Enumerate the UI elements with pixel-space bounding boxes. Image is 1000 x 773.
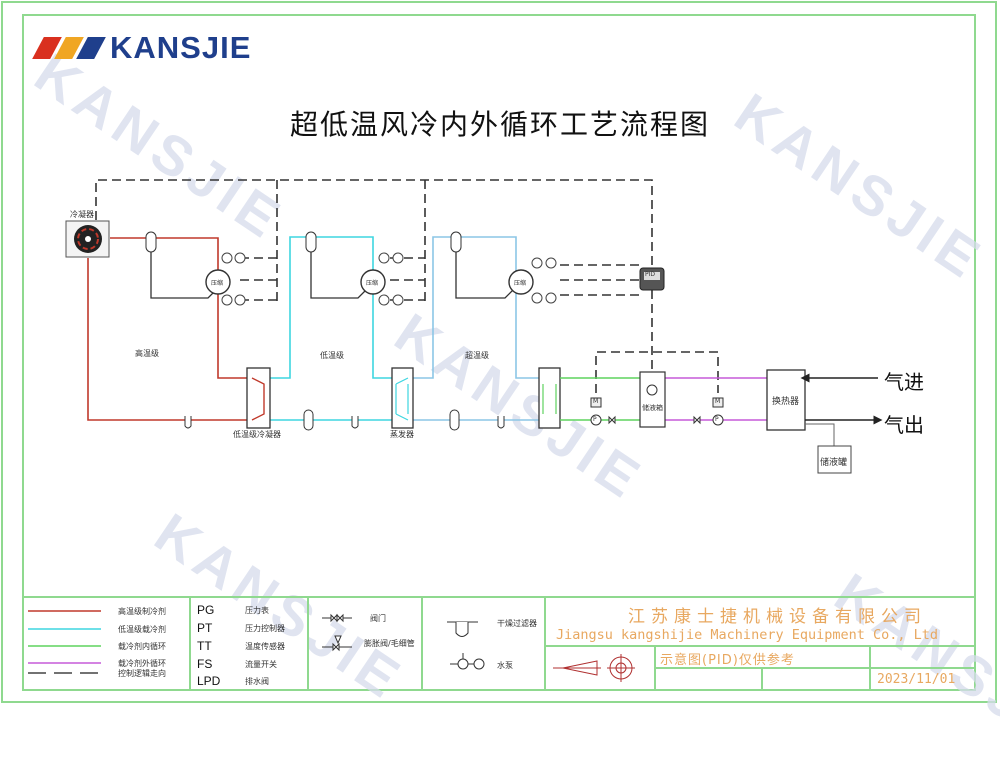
low-compressor — [360, 269, 386, 295]
low-temp-loop — [253, 236, 393, 421]
legend-line-label: 控制逻辑走向 — [118, 669, 166, 678]
low-gauges — [378, 252, 404, 306]
abbr-code: TT — [197, 639, 212, 653]
heat-exchanger-label: 换热器 — [772, 397, 800, 407]
pump-label: P — [593, 416, 597, 423]
stage-high-label: 高温级 — [135, 349, 159, 358]
high-temp-loop — [87, 237, 248, 421]
compressor-label: 压缩 — [211, 280, 224, 287]
legend-line-label: 载冷剂内循环 — [118, 642, 166, 651]
valve-icon — [322, 613, 352, 623]
projection-symbol-icon — [553, 654, 635, 682]
receiver — [449, 409, 460, 431]
water-pump-icon — [450, 653, 485, 670]
symbol-label: 膨胀阀/毛细管 — [364, 639, 415, 648]
gas-out-label: 气出 — [884, 413, 924, 437]
abbr-code: FS — [197, 657, 213, 671]
legend-line-label: 低温级载冷剂 — [118, 625, 166, 634]
high-suction-line — [150, 252, 217, 299]
high-gauges — [221, 252, 246, 306]
legend-line-label: 高温级制冷剂 — [118, 607, 166, 616]
abbr-code: PT — [197, 621, 213, 635]
pump-inner — [590, 397, 602, 426]
company-name-cn: 江苏康士捷机械设备有限公司 — [628, 607, 927, 627]
expansion-valve-icon — [322, 635, 352, 652]
abbr-code: LPD — [197, 674, 221, 688]
legend-lines — [28, 610, 101, 674]
condenser-label: 冷凝器 — [70, 210, 94, 219]
pump-label: P — [715, 416, 719, 423]
title-block — [22, 596, 976, 691]
evaporator-label: 蒸发器 — [390, 430, 414, 439]
symbol-label: 水泵 — [497, 661, 513, 670]
symbol-label: 阀门 — [370, 614, 386, 623]
motor-label: M — [593, 398, 599, 405]
evaporator — [391, 367, 414, 429]
condenser — [65, 220, 110, 258]
ultra-temp-loop — [413, 236, 540, 421]
compressor-label: 压缩 — [514, 280, 527, 287]
abbr-code: PG — [197, 603, 215, 617]
abbr-label: 压力表 — [245, 606, 269, 615]
high-compressor — [205, 269, 231, 295]
abbr-label: 流量开关 — [245, 660, 277, 669]
valves — [608, 415, 701, 425]
legend-line-label: 载冷剂外循环 — [118, 659, 166, 668]
heat-exchanger — [766, 369, 806, 431]
pump-outer — [712, 397, 724, 426]
controller-label: PID — [645, 271, 656, 278]
high-accumulator — [145, 231, 157, 253]
pid-controller — [639, 267, 665, 291]
ultra-gauges — [531, 257, 557, 304]
abbr-label: 排水阀 — [245, 677, 269, 686]
compressor-label: 压缩 — [366, 280, 379, 287]
abbr-label: 温度传感器 — [245, 642, 285, 651]
receiver — [303, 409, 314, 431]
low-suction-line — [310, 252, 367, 299]
brand-logo: KANSJIE — [32, 30, 252, 66]
control-lines — [95, 179, 719, 393]
ultra-compressor — [508, 269, 534, 295]
inner-frame — [22, 14, 976, 691]
cascade-condenser — [246, 367, 271, 429]
ultra-accumulator — [450, 231, 462, 253]
outer-frame — [1, 1, 997, 703]
abbr-label: 压力控制器 — [245, 624, 285, 633]
drawing-date: 2023/11/01 — [877, 672, 956, 687]
final-evaporator — [538, 367, 561, 429]
company-name-en: Jiangsu kangshijie Machinery Equipment C… — [556, 627, 939, 643]
symbol-label: 干燥过滤器 — [497, 619, 537, 628]
gas-in-label: 气进 — [884, 370, 924, 394]
ultra-suction-line — [455, 252, 514, 299]
storage-tank-label: 储液罐 — [820, 458, 848, 468]
dryer-filter-icon — [447, 621, 478, 637]
liquid-tank — [639, 371, 666, 428]
process-diagram — [22, 179, 976, 691]
storage-tank — [817, 445, 852, 474]
disclaimer-note: 示意图(PID)仅供参考 — [660, 653, 795, 668]
liquid-tank-label: 储液箱 — [642, 404, 663, 412]
dryer-filters — [184, 416, 505, 429]
motor-label: M — [715, 398, 721, 405]
cascade-condenser-label: 低温级冷凝器 — [233, 430, 281, 439]
brand-name: KANSJIE — [110, 30, 252, 65]
stage-low-label: 低温级 — [320, 351, 344, 360]
page-title: 超低温风冷内外循环工艺流程图 — [289, 108, 710, 141]
stage-ultra-label: 超温级 — [465, 351, 489, 360]
low-accumulator — [305, 231, 317, 253]
